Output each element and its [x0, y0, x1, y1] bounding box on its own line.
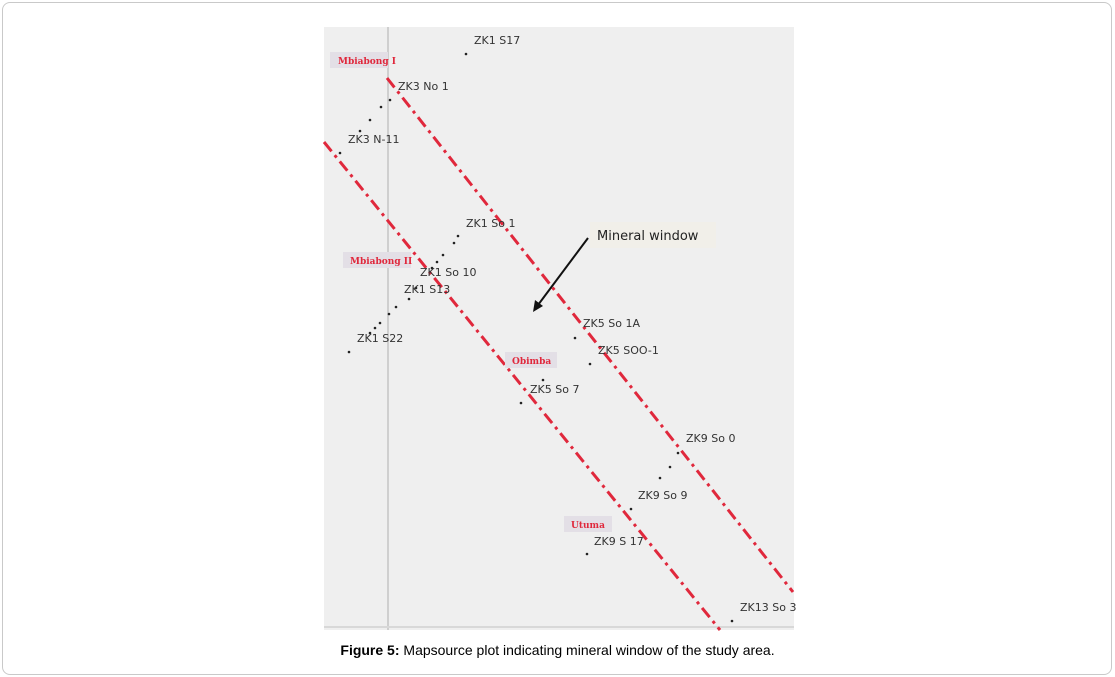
annotation-box: [590, 222, 716, 248]
site-label: Utuma: [571, 521, 605, 531]
waypoint-label: ZK3 N-11: [348, 133, 399, 146]
waypoint-labels: ZK1 S17 ZK3 No 1 ZK3 N-11 ZK1 So 1 ZK1 S…: [348, 34, 796, 614]
map-background: [324, 27, 794, 630]
caption-label: Figure 5:: [340, 642, 400, 658]
waypoint-label: ZK5 So 1A: [583, 317, 640, 330]
waypoint-label: ZK1 S17: [474, 34, 520, 47]
figure-caption: Figure 5: Mapsource plot indicating mine…: [0, 642, 1115, 658]
waypoint-label: ZK1 S22: [357, 332, 403, 345]
site-label: Mbiabong I: [338, 57, 396, 67]
mineral-window-annotation: Mineral window: [597, 229, 699, 244]
caption-text: Mapsource plot indicating mineral window…: [399, 642, 775, 658]
waypoint-label: ZK9 So 9: [638, 489, 687, 502]
waypoint-label: ZK9 So 0: [686, 432, 735, 445]
trend-line-upper: [385, 77, 795, 593]
waypoint-label: ZK3 No 1: [398, 80, 449, 93]
trend-line-lower: [322, 141, 722, 631]
arrow-icon: [533, 237, 589, 312]
waypoint-label: ZK5 So 7: [530, 383, 579, 396]
waypoint-label: ZK1 S13: [404, 283, 450, 296]
waypoint-label: ZK9 S 17: [594, 535, 644, 548]
waypoint-dots: [338, 52, 734, 623]
waypoint-label: ZK13 So 3: [740, 601, 796, 614]
waypoint-label: ZK5 SOO-1: [598, 344, 659, 357]
site-labels: Mbiabong I Mbiabong II Obimba Utuma: [330, 52, 612, 532]
waypoint-label: ZK1 So 10: [420, 266, 476, 279]
site-label: Obimba: [512, 357, 551, 367]
waypoint-label: ZK1 So 1: [466, 217, 515, 230]
site-label: Mbiabong II: [350, 257, 412, 267]
